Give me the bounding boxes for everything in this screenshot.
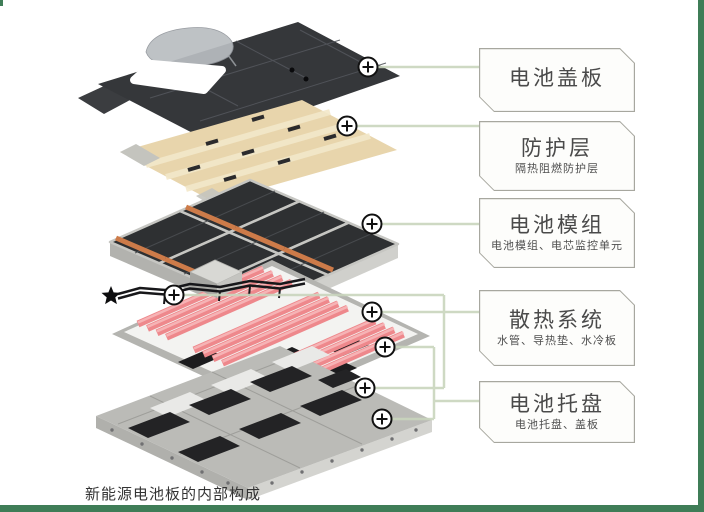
diagram-caption: 新能源电池板的内部构成: [85, 485, 262, 503]
plus-circle-marker: [361, 301, 383, 323]
plus-circle-marker: [354, 377, 376, 399]
layer-battery-cover: [78, 22, 400, 142]
layer-battery-tray: [96, 346, 432, 500]
plus-circle-marker: [374, 336, 396, 358]
callout-protective-layer: 防护层 隔热阻燃防护层: [479, 121, 635, 191]
callout-subtitle: 电池模组、电芯监控单元: [491, 239, 623, 252]
callout-cooling-system: 散热系统 水管、导热垫、水冷板: [479, 290, 635, 366]
callout-battery-modules: 电池模组 电池模组、电芯监控单元: [479, 198, 635, 268]
callout-title: 电池托盘: [509, 392, 605, 416]
plus-circle-marker: [163, 284, 185, 306]
callout-title: 电池盖板: [509, 65, 605, 90]
layer-cooling-system: [101, 259, 430, 406]
plus-circle-markers: [163, 56, 396, 430]
pipe-star-connector: [101, 286, 121, 305]
callout-title: 电池模组: [509, 213, 605, 237]
plus-circle-marker: [361, 213, 383, 235]
layer-protective: [120, 100, 397, 206]
callout-subtitle: 水管、导热垫、水冷板: [497, 334, 617, 347]
plus-circle-marker: [357, 56, 379, 78]
plus-circle-marker: [336, 115, 358, 137]
right-edge-bar: [698, 0, 704, 512]
cover-cutout: [130, 60, 226, 94]
callout-subtitle: 隔热阻燃防护层: [515, 162, 599, 175]
bottom-edge-bar: [0, 505, 704, 512]
callout-battery-cover: 电池盖板: [479, 48, 635, 112]
plus-circle-marker: [371, 408, 393, 430]
callout-battery-tray: 电池托盘 电池托盘、盖板: [479, 381, 635, 443]
callout-title: 散热系统: [509, 308, 605, 332]
callout-connector-lines: [174, 65, 479, 421]
callout-subtitle: 电池托盘、盖板: [515, 418, 599, 431]
callout-title: 防护层: [521, 136, 593, 160]
top-left-corner-mark: [0, 0, 3, 6]
